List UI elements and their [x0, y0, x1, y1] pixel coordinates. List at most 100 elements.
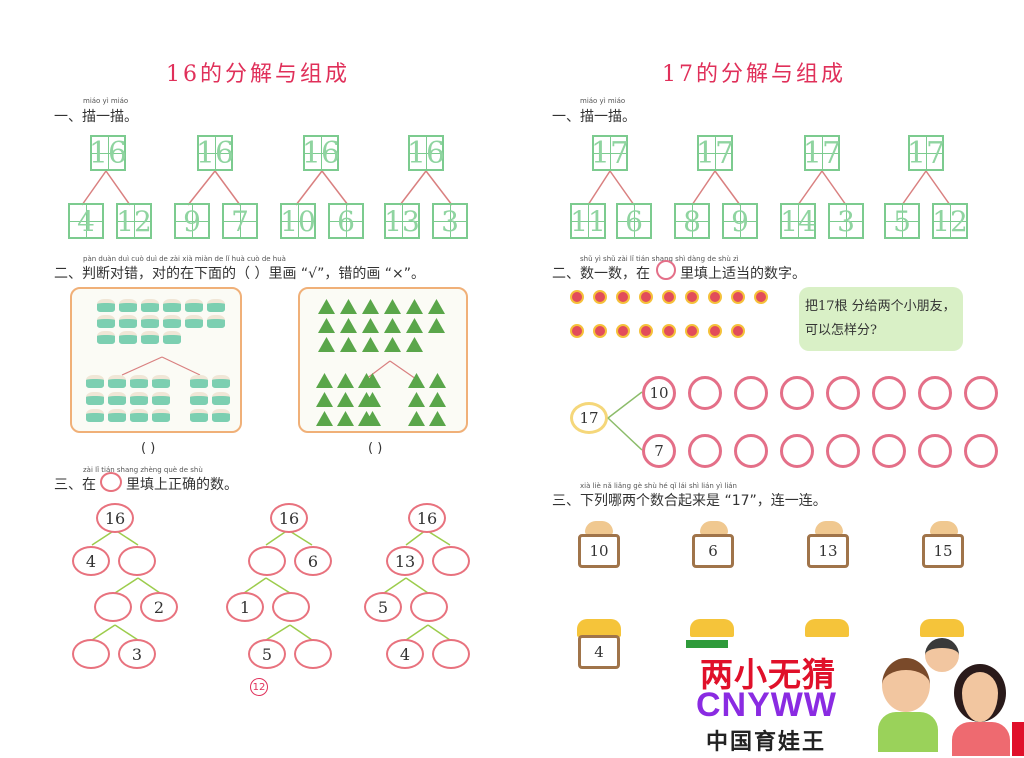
apple-icon: [100, 472, 122, 492]
right-trace-pair-3a: 14: [780, 203, 816, 239]
left-q1-lines: [81, 170, 453, 206]
left-q2-pinyin: pàn duàn duì cuò duì de zài xià miàn de …: [83, 255, 286, 263]
radish-top-8[interactable]: [964, 376, 998, 410]
radish-top-4[interactable]: [780, 376, 814, 410]
left-trace-pair-4a: 13: [384, 203, 420, 239]
radish-top-7[interactable]: [918, 376, 952, 410]
right-q1-lines: [587, 170, 951, 206]
right-trace-top-1: 17: [590, 135, 630, 171]
left-trace-top-3: 16: [301, 135, 341, 171]
match-top-4[interactable]: 15: [922, 534, 964, 568]
zongzi-panel: [298, 287, 468, 433]
radish-bottom-2[interactable]: [688, 434, 722, 468]
radish-bottom-7[interactable]: [918, 434, 952, 468]
cartoon-mother-icon: [948, 660, 1014, 756]
radish-bottom-5[interactable]: [826, 434, 860, 468]
left-trace-pair-2b: 7: [222, 203, 258, 239]
flowers-group: [570, 290, 768, 304]
right-trace-top-3: 17: [802, 135, 842, 171]
left-trace-pair-4b: 3: [432, 203, 468, 239]
cakes-answer-paren[interactable]: ( ): [141, 441, 156, 456]
tree3-l2-right[interactable]: [410, 592, 448, 622]
radish-top-2[interactable]: [688, 376, 722, 410]
tree1-l1-right[interactable]: [118, 546, 156, 576]
radish-bottom-1: 7: [642, 434, 676, 468]
hint-bubble: 把17根 分给两个小朋友，可以怎样分?: [799, 287, 963, 351]
radish-top-3[interactable]: [734, 376, 768, 410]
right-trace-pair-1b: 6: [616, 203, 652, 239]
left-trace-top-4: 16: [406, 135, 446, 171]
zongzi-mid-group: [364, 373, 381, 426]
center-bunny-17: 17: [570, 402, 608, 434]
cakes-panel: [70, 287, 242, 433]
tree3-l1-left: 13: [386, 546, 424, 576]
zongzi-answer-paren[interactable]: ( ): [368, 441, 383, 456]
left-trace-pair-2a: 9: [174, 203, 210, 239]
right-q3-heading: 三、下列哪两个数合起来是 “17”，连一连。: [552, 493, 827, 509]
tree2-l3-right[interactable]: [294, 639, 332, 669]
cakes-top-group: [97, 299, 225, 344]
tree2-l1-right: 6: [294, 546, 332, 576]
tree1-l3-right: 3: [118, 639, 156, 669]
right-trace-top-2: 17: [695, 135, 735, 171]
cartoon-father-icon: [872, 652, 942, 752]
cartoon-child-icon: [925, 638, 959, 672]
watermark-cn: 两小无猜: [700, 655, 836, 694]
right-q1-heading: 一、描一描。: [552, 109, 636, 125]
match-top-1[interactable]: 10: [578, 534, 620, 568]
tree3-l1-right[interactable]: [432, 546, 470, 576]
left-page-title: 16的分解与组成: [166, 62, 350, 87]
right-q1-pinyin: miáo yì miáo: [580, 97, 626, 105]
right-trace-pair-3b: 3: [828, 203, 864, 239]
cakes-right-group: [190, 375, 230, 422]
flowers-group-2: [570, 324, 745, 338]
radish-top-1: 10: [642, 376, 676, 410]
radish-bottom-4[interactable]: [780, 434, 814, 468]
tree3-top: 16: [408, 503, 446, 533]
right-q2-pinyin: shǔ yì shǔ zài lǐ tián shang shì dàng de…: [580, 255, 739, 263]
right-q2-heading: 二、数一数，在: [552, 266, 650, 282]
tree1-l2-left[interactable]: [94, 592, 132, 622]
left-q1-pinyin: miáo yì miáo: [83, 97, 129, 105]
radish-icon: [656, 260, 676, 280]
tree3-l3-left: 4: [386, 639, 424, 669]
pig-face-icon: [585, 521, 613, 535]
zongzi-right-group: [408, 373, 446, 426]
cheese-icon: [920, 619, 964, 637]
left-trace-pair-3b: 6: [328, 203, 364, 239]
right-trace-pair-2b: 9: [722, 203, 758, 239]
radish-row-top: 10: [642, 376, 998, 410]
radish-bottom-3[interactable]: [734, 434, 768, 468]
tree2-l2-left: 1: [226, 592, 264, 622]
left-trace-pair-3a: 10: [280, 203, 316, 239]
left-trace-top-2: 16: [195, 135, 235, 171]
match-top-3[interactable]: 13: [807, 534, 849, 568]
match-bottom-1[interactable]: 4: [578, 635, 620, 669]
left-q3-pinyin: zài lǐ tián shang zhèng què de shù: [83, 466, 203, 474]
match-top-2[interactable]: 6: [692, 534, 734, 568]
red-edge-bar: [1012, 722, 1024, 756]
zongzi-left-group: [316, 373, 375, 426]
watermark-sub: 中国育娃王: [706, 730, 827, 755]
left-q1-heading: 一、描一描。: [54, 109, 138, 125]
right-trace-pair-4a: 5: [884, 203, 920, 239]
tree3-l3-right[interactable]: [432, 639, 470, 669]
cheese-icon: [577, 619, 621, 637]
radish-top-5[interactable]: [826, 376, 860, 410]
tree2-l1-left[interactable]: [248, 546, 286, 576]
cheese-icon: [805, 619, 849, 637]
right-trace-pair-1a: 11: [570, 203, 606, 239]
radish-top-6[interactable]: [872, 376, 906, 410]
pig-face-icon: [700, 521, 728, 535]
tree1-top: 16: [96, 503, 134, 533]
right-q2-heading-after: 里填上适当的数字。: [680, 266, 806, 282]
center-branch-lines: [607, 391, 643, 451]
tree2-top: 16: [270, 503, 308, 533]
tree2-l2-right[interactable]: [272, 592, 310, 622]
left-trace-pair-1b: 12: [116, 203, 152, 239]
tree1-l2-right: 2: [140, 592, 178, 622]
tree1-l3-left[interactable]: [72, 639, 110, 669]
right-page-title: 17的分解与组成: [662, 62, 846, 87]
radish-bottom-8[interactable]: [964, 434, 998, 468]
radish-bottom-6[interactable]: [872, 434, 906, 468]
